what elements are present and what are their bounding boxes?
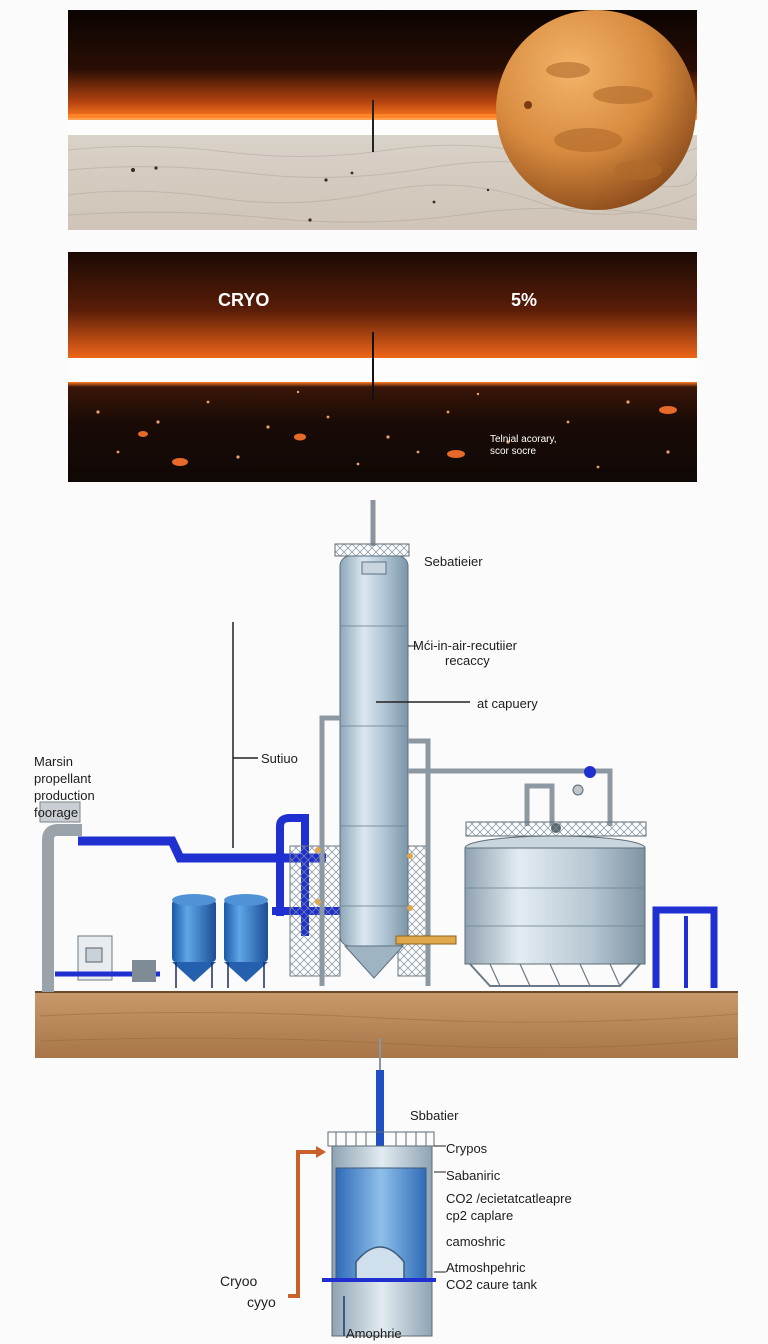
- co2-capture-label-2: cp2 caplare: [446, 1208, 514, 1223]
- caption-line-2: scor socre: [490, 446, 537, 457]
- cryo-tank-detail: Sbbatier Crypos Sabaniric CO2 /ecietatca…: [0, 1036, 768, 1344]
- cryoo-label-2: cyyo: [247, 1294, 276, 1310]
- propellant-plant-diagram: Sebatieier Mći-in-air-recutiier recaccy …: [0, 496, 768, 1066]
- cryo-tank-illustration: [288, 1038, 446, 1337]
- foorage-label: foorage: [34, 805, 79, 820]
- mars-night-illustration: [68, 252, 697, 482]
- mars-night-panel: CRYO 5% Telnial acorary, scor socre: [68, 252, 697, 482]
- cryo-label: CRYO: [218, 290, 270, 310]
- production-label: production: [34, 788, 95, 803]
- propellant-label: propellant: [34, 771, 92, 786]
- plant-illustration: [35, 500, 739, 1058]
- recutiier-label: Mći-in-air-recutiier: [413, 638, 518, 653]
- capuery-label: at capuery: [477, 696, 538, 711]
- cryoo-label-1: Cryoo: [220, 1273, 258, 1289]
- amophrie-label: Amophrie: [346, 1326, 402, 1341]
- camoshric-label: camoshric: [446, 1234, 506, 1249]
- atmospheric-label-2: CO2 caure tank: [446, 1277, 538, 1292]
- mars-horizon-panel: [68, 10, 697, 230]
- marsin-label: Marsin: [34, 754, 74, 769]
- mars-horizon-illustration: [68, 10, 697, 230]
- sebatieier-label: Sebatieier: [424, 554, 483, 569]
- recaccy-label: recaccy: [445, 653, 490, 668]
- co2-capture-label-1: CO2 /ecietatcatleapre: [446, 1191, 572, 1206]
- caption-line-1: Telnial acorary,: [490, 434, 557, 445]
- atmospheric-label-1: Atmoshpehric: [446, 1260, 526, 1275]
- crypos-label: Crypos: [446, 1141, 488, 1156]
- sutiuo-label: Sutiuo: [261, 751, 298, 766]
- sbbatier-label: Sbbatier: [410, 1108, 459, 1123]
- sabaniric-label: Sabaniric: [446, 1168, 501, 1183]
- percent-label: 5%: [511, 290, 538, 310]
